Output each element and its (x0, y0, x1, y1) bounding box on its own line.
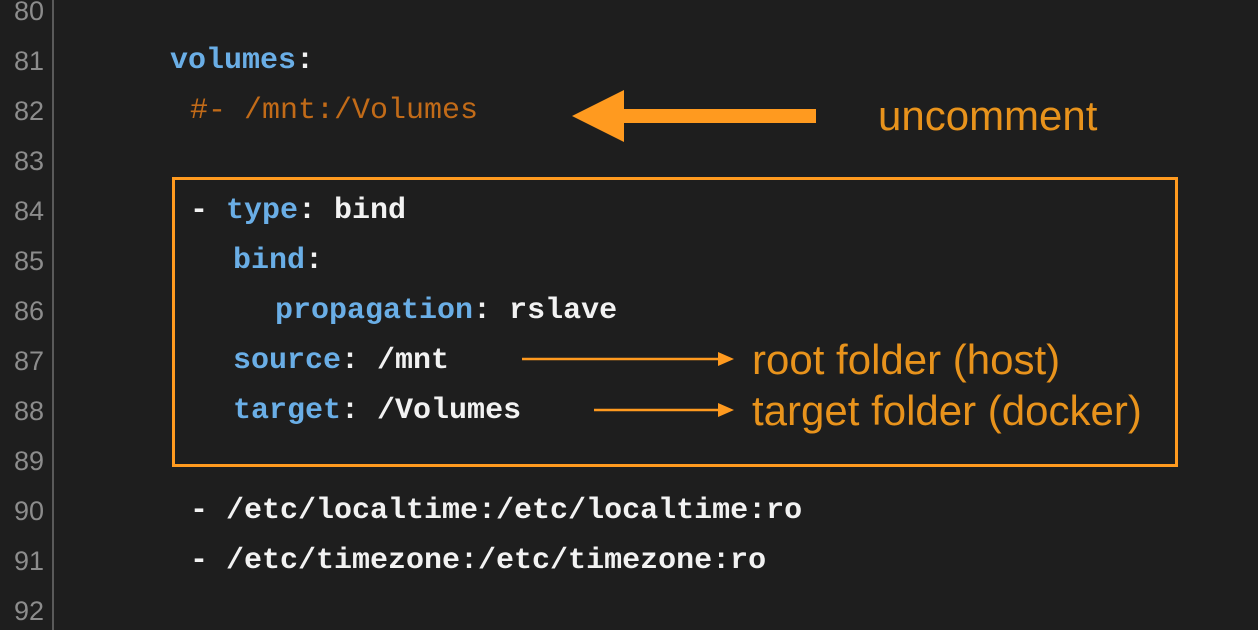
yaml-colon: : (473, 294, 510, 328)
line-number: 92 (13, 596, 44, 626)
line-number: 80 (13, 0, 44, 26)
annotation-target-folder: target folder (docker) (752, 387, 1142, 434)
code-line-timezone[interactable]: - /etc/timezone:/etc/timezone:ro (190, 544, 767, 578)
yaml-key-propagation: propagation (275, 294, 474, 328)
yaml-key-target: target (233, 394, 342, 428)
yaml-value-rslave: rslave (509, 294, 618, 328)
code-line-volumes[interactable]: volumes: (170, 36, 314, 86)
code-line-propagation[interactable]: propagation: rslave (275, 286, 617, 336)
line-number: 91 (13, 546, 44, 576)
annotation-uncomment: uncomment (878, 92, 1098, 139)
yaml-dash: - (190, 194, 227, 228)
code-line-type[interactable]: - type: bind (190, 186, 406, 236)
yaml-colon: : (341, 344, 378, 378)
annotation-root-folder: root folder (host) (752, 336, 1061, 383)
yaml-value-bind: bind (334, 194, 407, 228)
yaml-colon: : (296, 44, 315, 78)
line-number: 89 (13, 446, 44, 476)
code-line-bind[interactable]: bind: (233, 236, 323, 286)
code-line-target[interactable]: target: /Volumes (233, 386, 521, 436)
code-line-localtime[interactable]: - /etc/localtime:/etc/localtime:ro (190, 494, 803, 528)
line-number: 81 (13, 46, 44, 76)
yaml-key-source: source (233, 344, 342, 378)
yaml-colon: : (341, 394, 378, 428)
line-number: 83 (13, 146, 44, 176)
yaml-key-volumes: volumes (170, 44, 297, 78)
line-number: 87 (13, 346, 44, 376)
line-number: 85 (13, 246, 44, 276)
code-line-source[interactable]: source: /mnt (233, 336, 449, 386)
line-number: 82 (13, 96, 44, 126)
yaml-colon: : (305, 244, 324, 278)
arrow-left-icon (572, 90, 816, 142)
arrow-right-icon (522, 352, 734, 366)
highlight-box (172, 177, 1178, 467)
yaml-key-bind: bind (233, 244, 306, 278)
yaml-value-mnt: /mnt (377, 344, 450, 378)
yaml-key-type: type (226, 194, 299, 228)
line-number: 88 (13, 396, 44, 426)
line-number: 84 (13, 196, 44, 226)
line-number: 90 (13, 496, 44, 526)
code-line-comment[interactable]: #- /mnt:/Volumes (190, 86, 478, 136)
line-number: 86 (13, 296, 44, 326)
yaml-value-volumes: /Volumes (377, 394, 522, 428)
arrow-right-icon (594, 403, 734, 417)
line-number-gutter: 80 81 82 83 84 85 86 87 88 89 90 91 92 (0, 0, 54, 630)
yaml-colon: : (298, 194, 335, 228)
commented-volume-mount: #- /mnt:/Volumes (190, 94, 479, 128)
